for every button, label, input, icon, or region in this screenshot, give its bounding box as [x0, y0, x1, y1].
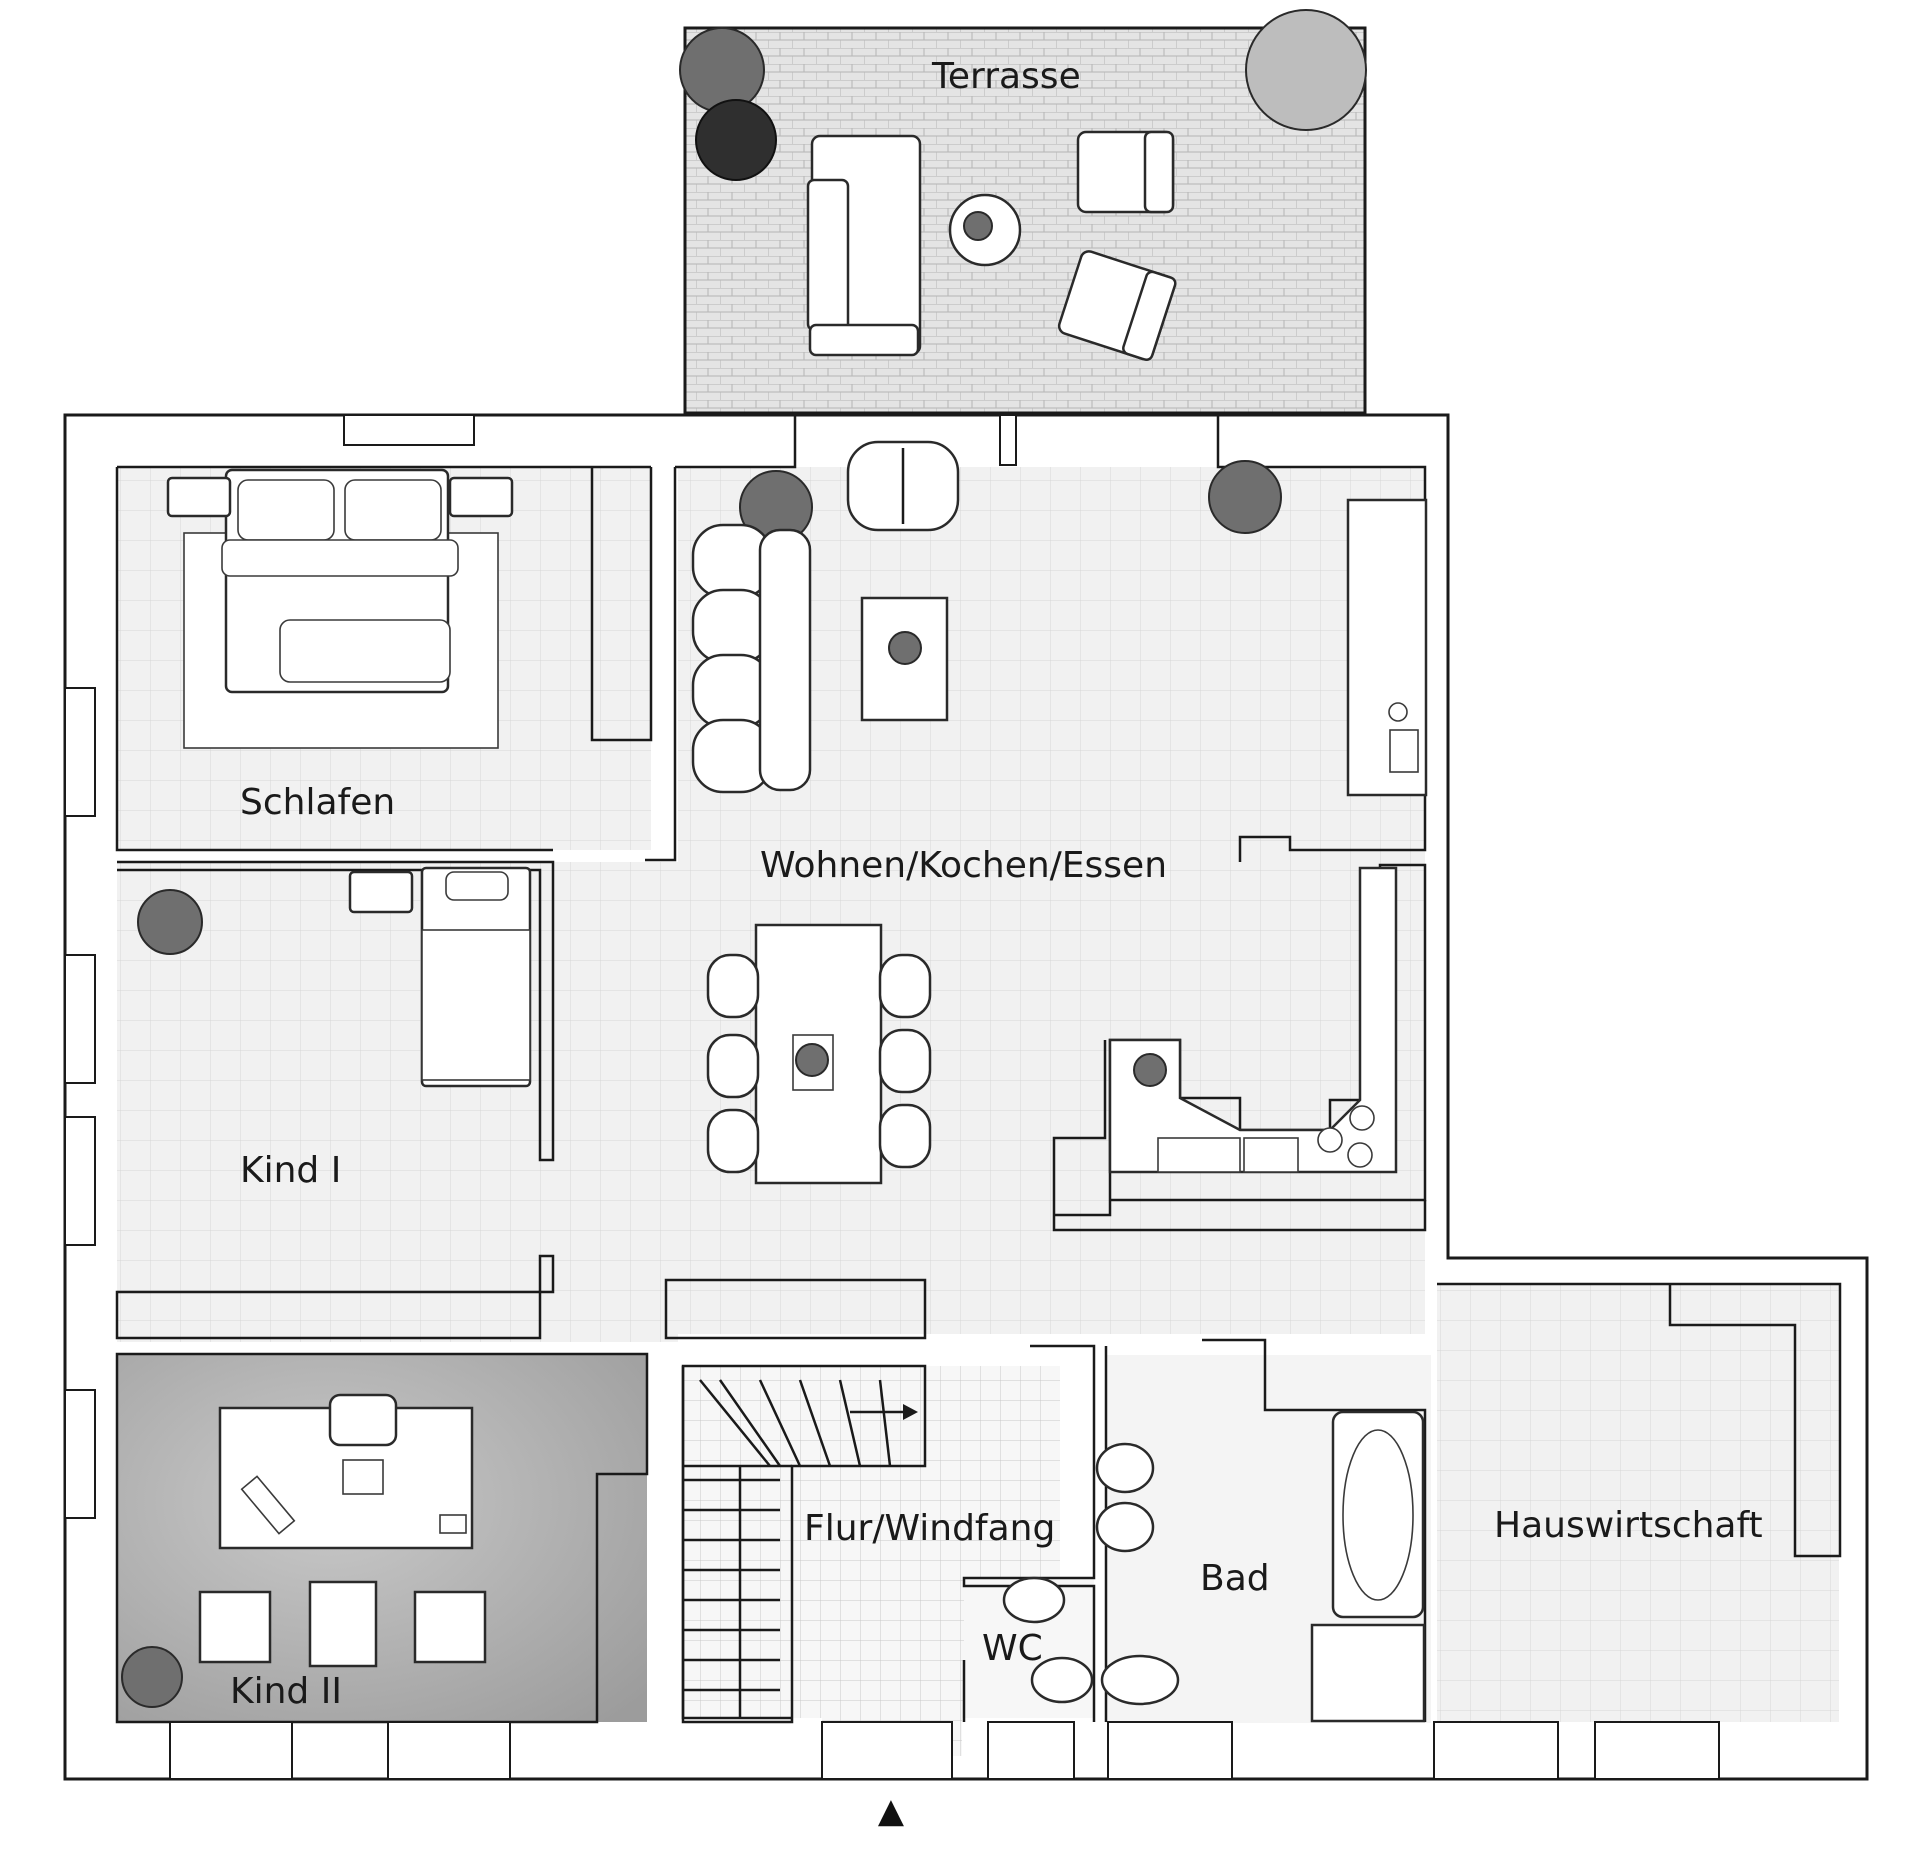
windows: [64, 414, 1720, 1780]
plant-icon: [1245, 9, 1367, 131]
bedroom-furniture: [166, 468, 514, 749]
room-label-bad: Bad: [1200, 1558, 1270, 1599]
nightstand: [448, 476, 514, 518]
sofa: [691, 523, 812, 794]
toilet-icon: [1100, 1654, 1180, 1706]
armchair: [198, 1590, 272, 1664]
entrance-arrow-icon: ▲: [878, 1791, 905, 1831]
sink-icon: [1095, 1501, 1155, 1553]
stove-icon: [1349, 1105, 1375, 1131]
sink-icon: [1002, 1576, 1066, 1624]
plant-icon: [695, 99, 777, 181]
terrace-armchair: [1057, 250, 1177, 362]
office-chair: [328, 1393, 398, 1447]
plant-icon: [1208, 460, 1282, 534]
plant-icon: [121, 1646, 183, 1708]
shower-icon: [1310, 1623, 1426, 1723]
stove-icon: [1347, 1142, 1373, 1168]
plant-icon: [963, 211, 993, 241]
room-label-wohnen: Wohnen/Kochen/Essen: [760, 845, 1167, 886]
stair-arrow-icon: [903, 1404, 918, 1420]
bath-fixtures: [1095, 1410, 1426, 1723]
terrace-sofa: [806, 134, 922, 357]
floors: [117, 467, 1839, 1756]
staircase: [681, 1366, 918, 1720]
room-label-schlafen: Schlafen: [240, 782, 395, 823]
terrace: [679, 9, 1367, 415]
toilet-icon: [1030, 1656, 1094, 1704]
stove-icon: [1317, 1127, 1343, 1153]
plant-icon: [679, 27, 765, 113]
room-labels: Terrasse Schlafen Wohnen/Kochen/Essen Ki…: [230, 56, 1763, 1712]
wc-fixtures: [1002, 1576, 1094, 1704]
dining-chairs: [706, 953, 932, 1174]
living-furniture: [691, 440, 1428, 1185]
nightstand: [348, 870, 414, 914]
plant-icon: [137, 889, 203, 955]
room-label-terrasse: Terrasse: [931, 56, 1081, 97]
kind1-furniture: [137, 866, 532, 1088]
nightstand: [166, 476, 232, 518]
kitchen-counter: [1108, 866, 1398, 1174]
kind2-furniture: [121, 1393, 487, 1708]
side-table: [308, 1580, 378, 1668]
terrace-armchair: [1076, 130, 1175, 214]
room-label-kind1: Kind I: [240, 1150, 341, 1191]
room-label-flur: Flur/Windfang: [804, 1508, 1055, 1549]
room-label-hauswirtschaft: Hauswirtschaft: [1494, 1505, 1763, 1546]
armchair: [846, 440, 960, 532]
armchair: [413, 1590, 487, 1664]
room-label-kind2: Kind II: [230, 1671, 342, 1712]
sink-icon: [1095, 1442, 1155, 1494]
room-label-wc: WC: [982, 1628, 1043, 1669]
